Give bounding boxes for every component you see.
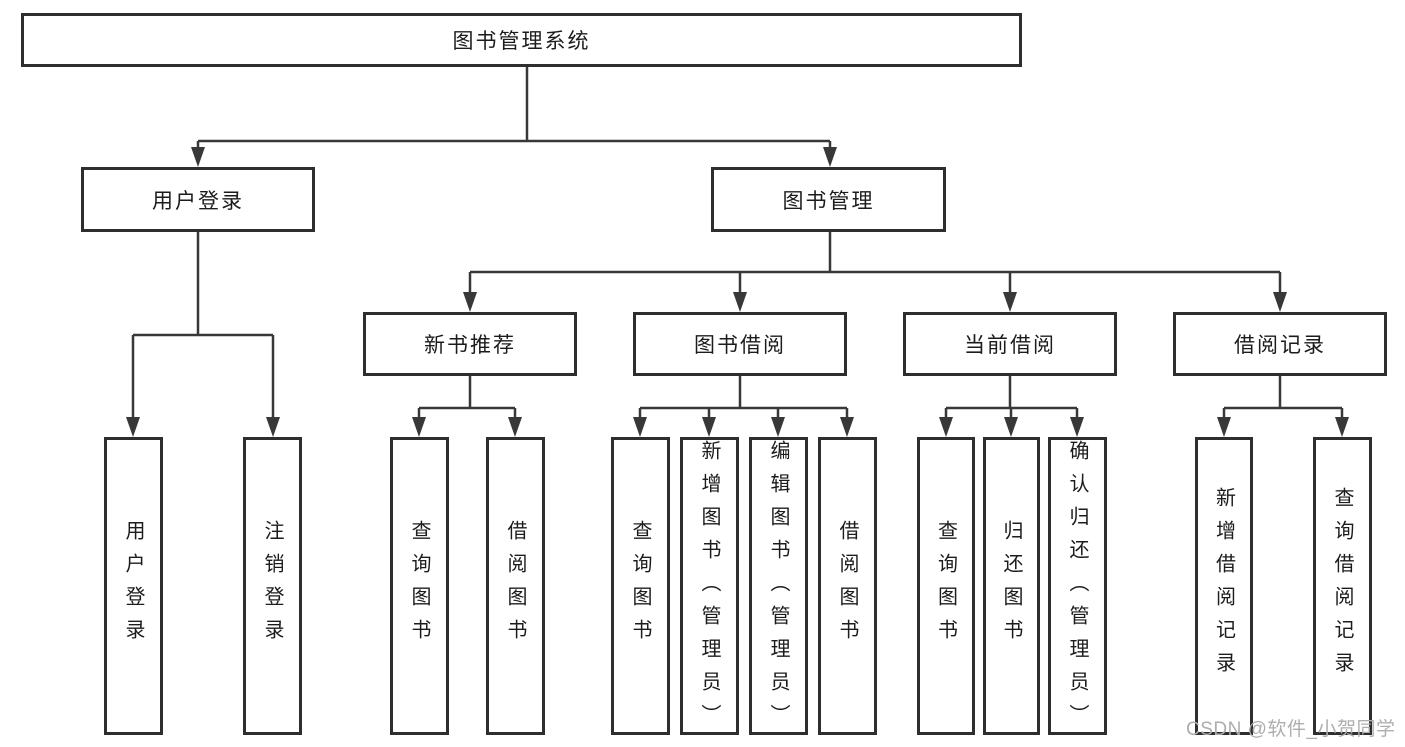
leaf-edit-books-admin: 编辑图书（管理员） bbox=[749, 437, 808, 737]
node-label: 查询借阅记录 bbox=[1331, 487, 1353, 685]
node-label: 确认归还（管理员） bbox=[1066, 440, 1088, 737]
leaf-add-borrow-record: 新增借阅记录 bbox=[1195, 437, 1253, 735]
node-label: 借阅记录 bbox=[1234, 334, 1326, 357]
leaf-query-books-current: 查询图书 bbox=[917, 437, 975, 735]
leaf-add-books-admin: 新增图书（管理员） bbox=[680, 437, 739, 737]
leaf-query-borrow-record: 查询借阅记录 bbox=[1313, 437, 1372, 735]
node-label: 新书推荐 bbox=[424, 334, 516, 357]
node-label: 编辑图书（管理员） bbox=[767, 440, 789, 737]
node-current-borrowing: 当前借阅 bbox=[903, 312, 1117, 376]
node-library-management-system: 图书管理系统 bbox=[21, 13, 1022, 67]
leaf-return-books: 归还图书 bbox=[983, 437, 1040, 735]
leaf-user-login: 用户登录 bbox=[104, 437, 163, 735]
node-label: 当前借阅 bbox=[964, 334, 1056, 357]
node-label: 查询图书 bbox=[934, 520, 957, 652]
node-label: 图书管理 bbox=[782, 189, 875, 213]
csdn-watermark: CSDN @软件_小贺同学 bbox=[1186, 719, 1396, 740]
leaf-query-books-recommend: 查询图书 bbox=[390, 437, 449, 735]
arrowheads bbox=[126, 147, 1349, 437]
leaf-borrow-books-recommend: 借阅图书 bbox=[486, 437, 545, 735]
node-book-borrowing: 图书借阅 bbox=[633, 312, 847, 376]
node-user-login: 用户登录 bbox=[81, 167, 315, 232]
leaf-confirm-return-admin: 确认归还（管理员） bbox=[1048, 437, 1107, 737]
node-label: 借阅图书 bbox=[836, 520, 858, 652]
node-borrowing-records: 借阅记录 bbox=[1173, 312, 1387, 376]
node-label: 借阅图书 bbox=[504, 520, 526, 652]
node-label: 图书管理系统 bbox=[452, 30, 591, 53]
leaf-borrow-books: 借阅图书 bbox=[818, 437, 877, 735]
node-label: 用户登录 bbox=[152, 189, 244, 213]
node-label: 注销登录 bbox=[261, 520, 283, 652]
node-label: 查询图书 bbox=[408, 520, 430, 652]
node-label: 归还图书 bbox=[1000, 520, 1022, 652]
leaf-logout: 注销登录 bbox=[243, 437, 302, 735]
node-label: 用户登录 bbox=[122, 520, 144, 652]
node-label: 新增图书（管理员） bbox=[698, 440, 720, 737]
node-book-management: 图书管理 bbox=[711, 167, 946, 232]
node-new-book-recommendation: 新书推荐 bbox=[363, 312, 577, 376]
node-label: 新增借阅记录 bbox=[1212, 487, 1235, 685]
node-label: 图书借阅 bbox=[694, 334, 786, 357]
node-label: 查询图书 bbox=[629, 520, 651, 652]
leaf-query-books-borrowing: 查询图书 bbox=[611, 437, 670, 735]
